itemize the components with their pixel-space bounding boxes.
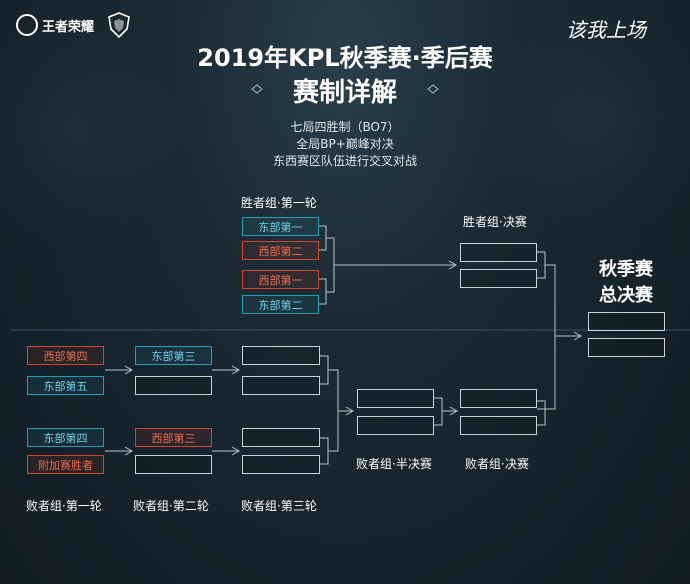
slot-losers-r1-west-4: 西部第四 <box>27 346 104 365</box>
slot-losers-final-1 <box>460 389 537 408</box>
slot-winners-final-2 <box>460 269 537 288</box>
losers-round3-label: 败者组·第三轮 <box>241 499 317 513</box>
slot-losers-r3-3 <box>242 428 320 447</box>
rule-cross: 东西赛区队伍进行交叉对战 <box>272 154 417 168</box>
slot-losers-r2-east-3: 东部第三 <box>135 346 212 365</box>
slot-losers-r3-4 <box>242 455 320 474</box>
slot-winners-r1-east-2: 东部第二 <box>242 295 319 314</box>
slot-winners-r1-west-1: 西部第一 <box>242 270 319 289</box>
slot-winners-final-1 <box>460 243 537 262</box>
slogan-text: 该我上场 <box>566 18 646 42</box>
losers-semifinal-label: 败者组·半决赛 <box>356 457 432 471</box>
slot-losers-semifinal-1 <box>357 389 434 408</box>
slot-losers-final-2 <box>460 416 537 435</box>
subtitle-ornament-right <box>427 84 439 94</box>
page-subtitle: 赛制详解 <box>292 78 397 108</box>
losers-final-label: 败者组·决赛 <box>465 457 529 471</box>
slot-losers-r2-empty-2 <box>135 455 212 474</box>
game-logo-icon <box>16 14 38 36</box>
slot-grand-final-1 <box>588 312 665 331</box>
slot-winners-r1-west-2: 西部第二 <box>242 241 319 260</box>
kpl-logo-icon <box>108 12 130 39</box>
background-dragon-right <box>470 10 690 230</box>
slot-losers-r3-2 <box>242 376 320 395</box>
grand-final-label-line2: 总决赛 <box>599 285 653 306</box>
rule-format: 七局四胜制（BO7） <box>290 120 400 134</box>
page-title: 2019年KPL秋季赛·季后赛 <box>197 44 493 72</box>
background-dragon-left <box>0 20 200 240</box>
subtitle-ornament-left <box>251 84 263 94</box>
losers-round2-label: 败者组·第二轮 <box>133 499 209 513</box>
losers-round1-label: 败者组·第一轮 <box>26 499 102 513</box>
slot-grand-final-2 <box>588 338 665 357</box>
rule-bp: 全局BP+巅峰对决 <box>296 137 394 151</box>
slot-losers-semifinal-2 <box>357 416 434 435</box>
winners-final-label: 胜者组·决赛 <box>463 215 527 229</box>
slot-losers-r2-west-3: 西部第三 <box>135 428 212 447</box>
slot-winners-r1-east-1: 东部第一 <box>242 217 319 236</box>
slot-losers-r1-east-4: 东部第四 <box>27 428 104 447</box>
grand-final-label-line1: 秋季赛 <box>599 259 653 280</box>
game-logo-text: 王者荣耀 <box>42 20 95 35</box>
slot-losers-r1-playin-winner: 附加赛胜者 <box>27 455 104 474</box>
slot-losers-r1-east-5: 东部第五 <box>27 376 104 395</box>
slot-losers-r2-empty-1 <box>135 376 212 395</box>
slot-losers-r3-1 <box>242 346 320 365</box>
winners-round1-label: 胜者组·第一轮 <box>241 196 317 210</box>
